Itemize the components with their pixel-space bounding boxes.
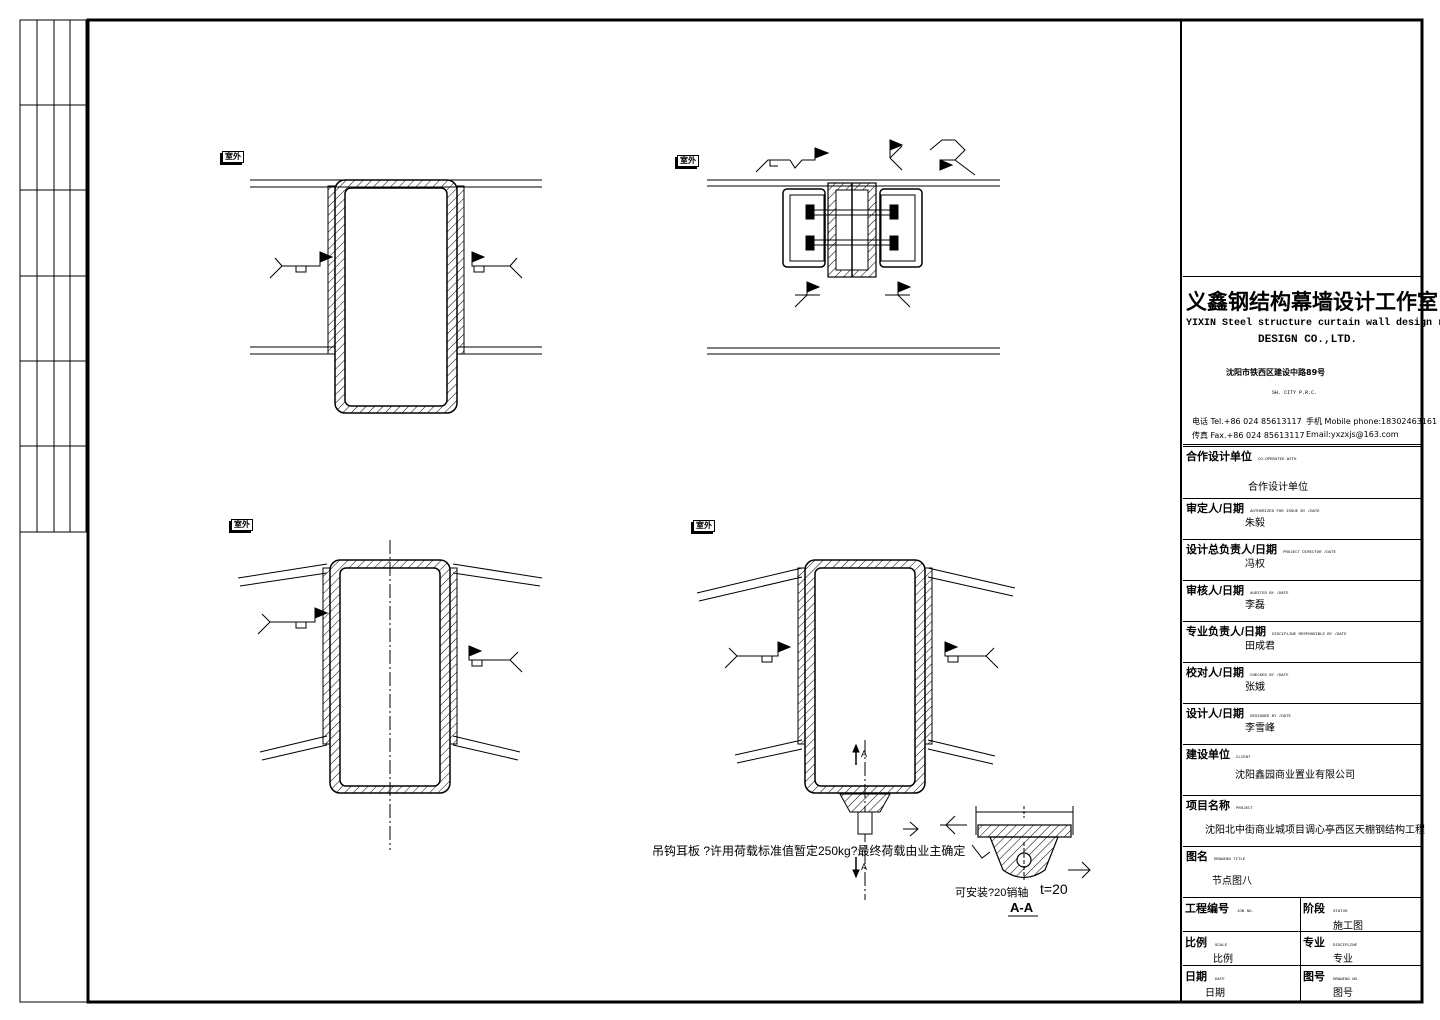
title-block-row-line: [1183, 498, 1421, 499]
company-address: 沈阳市铁西区建设中路89号: [1226, 368, 1326, 377]
section-title: A-A: [1010, 900, 1034, 915]
outdoor-tag-2: 室外: [677, 155, 699, 167]
company-tel: 电话 Tel.+86 024 85613117: [1192, 417, 1302, 426]
title-block-row-value: 沈阳北中街商业城项目调心亭西区天棚钢结构工程: [1205, 825, 1425, 836]
outdoor-tag-1: 室外: [222, 151, 244, 163]
section-marker-top: A: [861, 749, 868, 759]
title-block-row-value: 沈阳鑫园商业置业有限公司: [1235, 770, 1355, 781]
inner-frame: [86, 18, 1424, 1004]
outdoor-tag-4: 室外: [693, 520, 715, 532]
bolt-note: 可安装?20销轴: [955, 887, 1029, 899]
section-marker-bottom: A: [861, 862, 868, 872]
title-block-row-value: 朱毅: [1245, 518, 1265, 529]
company-name-en-2: DESIGN CO.,LTD.: [1258, 334, 1358, 346]
title-block-row-line: [1183, 846, 1421, 847]
title-block-row-value: 节点图八: [1212, 876, 1252, 887]
title-block-row-value: 李雪峰: [1245, 723, 1275, 734]
stage-value: 施工图: [1333, 921, 1363, 932]
company-fax: 传真 Fax.+86 024 85613117: [1192, 431, 1305, 440]
title-block-row-line: [1183, 446, 1421, 447]
title-block-row-line: [1183, 621, 1421, 622]
company-city: SH. CITY P.R.C.: [1272, 390, 1318, 396]
drawing-no-value: 图号: [1333, 988, 1353, 999]
detail-1: [250, 179, 542, 414]
detail-3: [237, 540, 543, 850]
title-block-row-value: 合作设计单位: [1248, 482, 1308, 493]
title-block-row-line: [1183, 744, 1421, 745]
title-block-row-value: 田成君: [1245, 641, 1275, 652]
title-block-row-line: [1183, 703, 1421, 704]
date-value: 日期: [1205, 988, 1225, 999]
title-block-row-line: [1183, 539, 1421, 540]
detail-4: [696, 559, 1016, 900]
title-block-row-value: 冯权: [1245, 559, 1265, 570]
detail-2: [707, 139, 1000, 355]
scale-value: 比例: [1213, 954, 1233, 965]
discipline-value: 专业: [1333, 954, 1353, 965]
company-name-en: YIXIN Steel structure curtain wall desig…: [1186, 318, 1440, 329]
company-email: Email:yxzxjs@163.com: [1306, 430, 1399, 439]
title-block: [1183, 276, 1421, 1002]
lifting-note: 吊钩耳板 ?许用荷载标准值暂定250kg?最终荷载由业主确定: [652, 844, 966, 858]
thickness-note: t=20: [1040, 881, 1068, 897]
title-block-row-value: 张娥: [1245, 682, 1265, 693]
signature-strip: [19, 19, 87, 533]
company-mobile: 手机 Mobile phone:18302463161: [1306, 417, 1438, 426]
title-block-row-line: [1183, 662, 1421, 663]
title-block-row-line: [1183, 580, 1421, 581]
outdoor-tag-3: 室外: [231, 519, 253, 531]
title-block-row-line: [1183, 795, 1421, 796]
company-name-cn: 义鑫钢结构幕墙设计工作室: [1186, 290, 1438, 314]
title-block-row-value: 李磊: [1245, 600, 1265, 611]
section-a-a: [940, 806, 1091, 917]
